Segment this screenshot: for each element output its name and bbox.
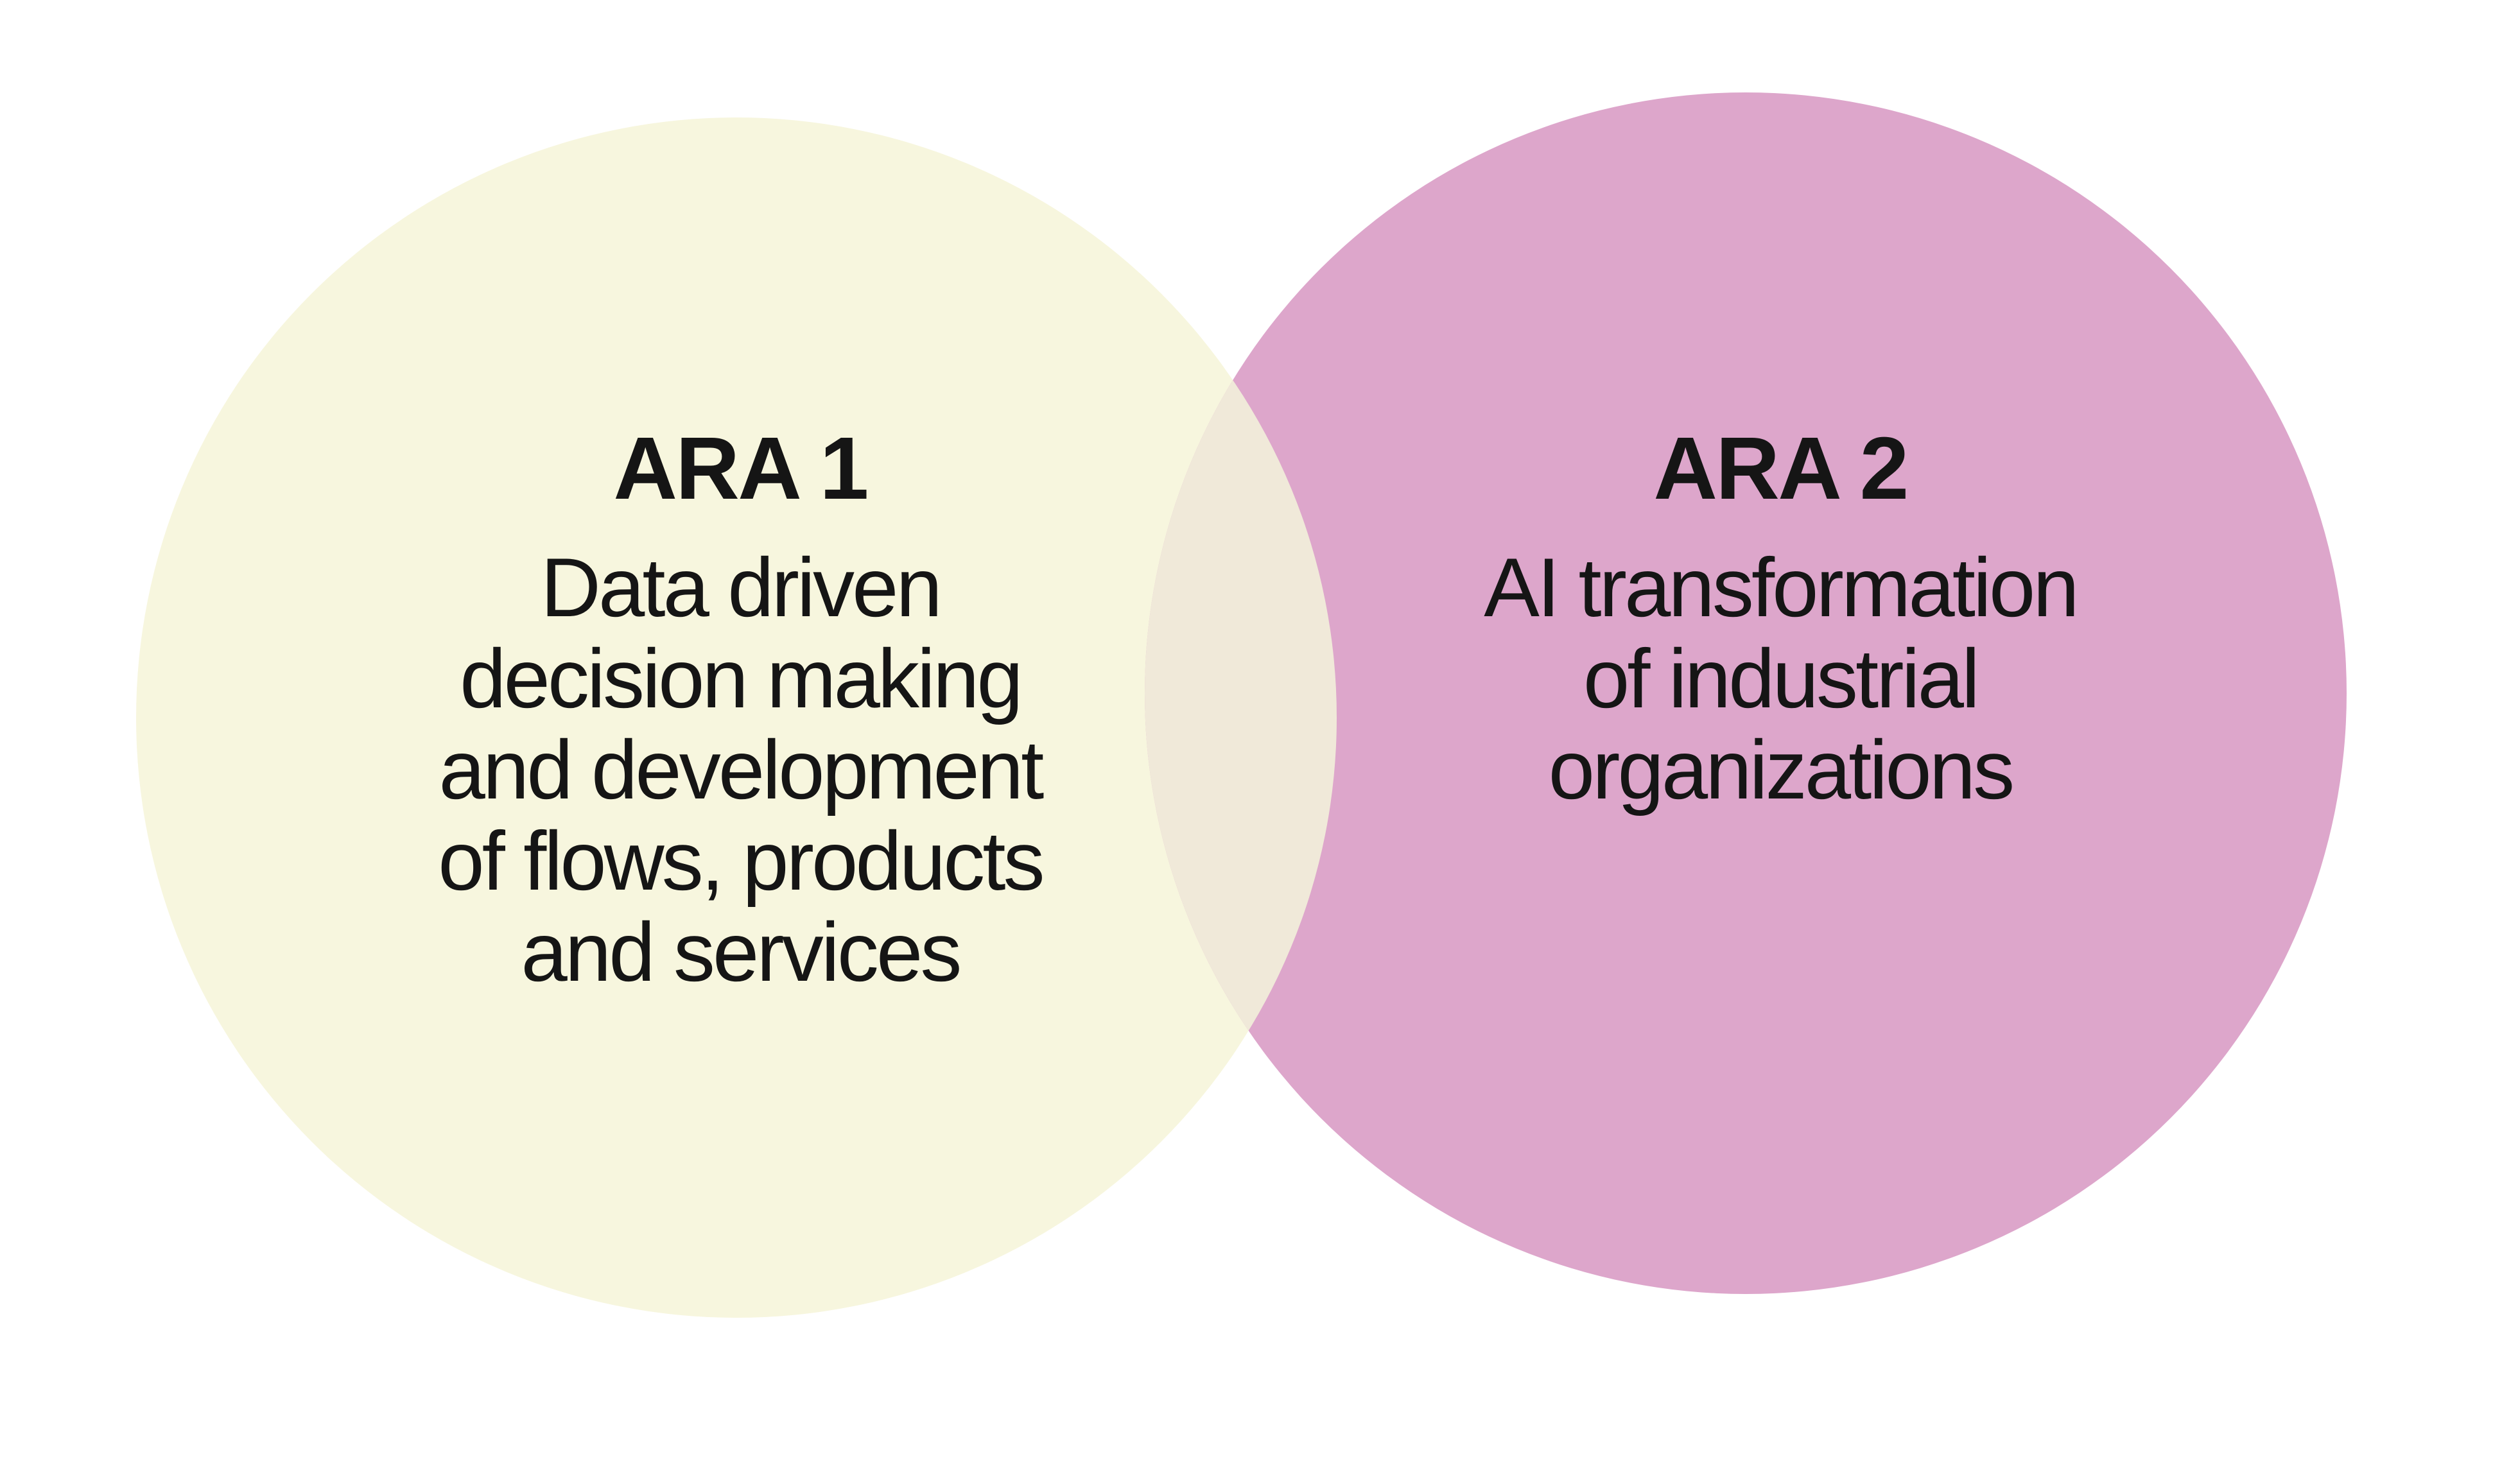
ara1-description-line: and services bbox=[521, 905, 962, 999]
ara2-description: AI transformation of industrial organiza… bbox=[1484, 540, 2079, 816]
ara1-description-line: and development bbox=[439, 723, 1045, 816]
ara1-description-line: Data driven bbox=[541, 540, 943, 634]
ara1-title: ARA 1 bbox=[613, 419, 869, 518]
ara2-label-group: ARA 2 AI transformation of industrial or… bbox=[1484, 417, 2079, 816]
ara1-description-line: of flows, products bbox=[438, 814, 1045, 908]
ara2-description-line: organizations bbox=[1548, 723, 2015, 816]
ara1-description-line: decision making bbox=[460, 632, 1023, 725]
ara1-circle bbox=[136, 117, 1337, 1318]
ara2-circle bbox=[1145, 92, 2347, 1294]
ara1-label-group: ARA 1 Data driven decision making and de… bbox=[438, 417, 1045, 999]
ara2-title: ARA 2 bbox=[1653, 419, 1909, 518]
ara2-description-line: of industrial bbox=[1583, 632, 1980, 725]
ara2-description-line: AI transformation bbox=[1484, 540, 2079, 634]
ara1-description: Data driven decision making and developm… bbox=[438, 540, 1045, 999]
